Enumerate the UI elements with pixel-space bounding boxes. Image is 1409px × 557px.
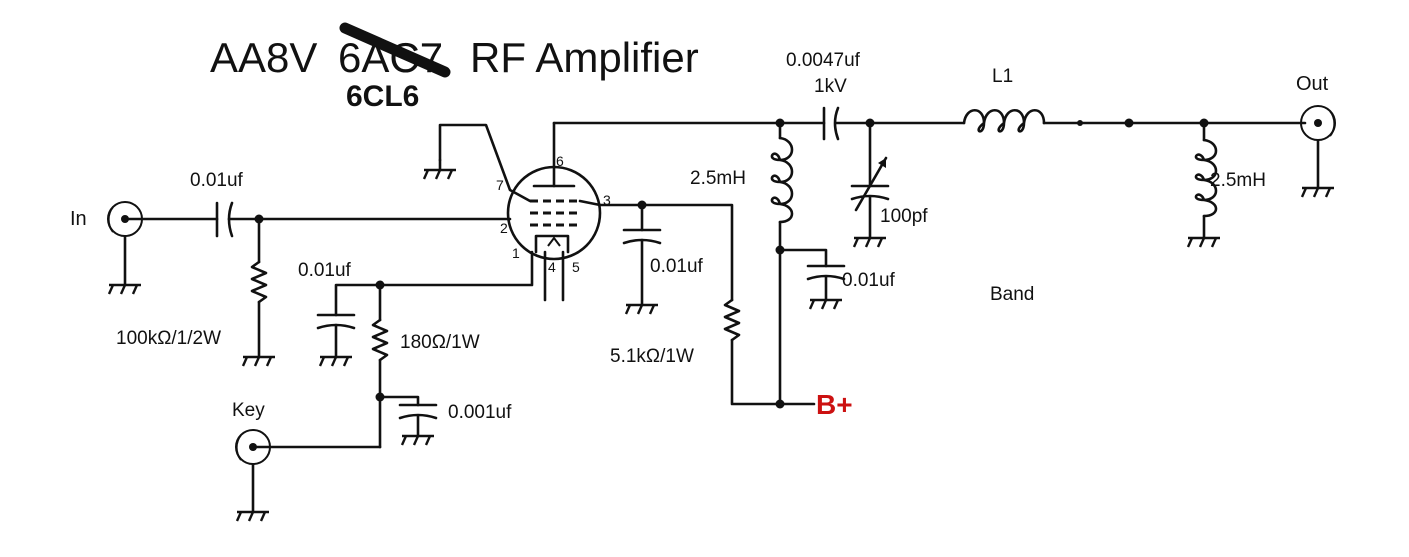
cathode-resistor bbox=[371, 283, 389, 449]
strike-through-mark bbox=[339, 22, 451, 78]
pin-1-label: 1 bbox=[512, 245, 520, 261]
junction-l1-tap bbox=[1077, 120, 1083, 126]
title-main: AA8V bbox=[210, 34, 317, 81]
key-jack bbox=[235, 429, 382, 523]
screen-cap-label: 0.01uf bbox=[650, 256, 704, 277]
cathode-bypass-cap bbox=[316, 283, 382, 368]
output-rfc-label: 2.5mH bbox=[1210, 170, 1266, 191]
cathode-resistor-label: 180Ω/1W bbox=[400, 332, 480, 353]
pin-6-label: 6 bbox=[556, 153, 564, 169]
plate-bypass-cap-label: 0.01uf bbox=[842, 270, 896, 291]
output-cap-label: 0.0047uf bbox=[786, 50, 861, 71]
title-group: AA8V 6AC7 RF Amplifier 6CL6 bbox=[210, 22, 699, 113]
key-bypass-cap bbox=[378, 395, 438, 447]
variable-cap-label: 100pf bbox=[880, 206, 928, 227]
junction-l1-out bbox=[1124, 118, 1134, 128]
bplus-label: B+ bbox=[816, 389, 853, 420]
title-struck-tube: 6AC7 bbox=[338, 34, 443, 81]
plate-rfc bbox=[770, 121, 794, 406]
input-cap-label: 0.01uf bbox=[190, 170, 244, 191]
title-replacement-tube: 6CL6 bbox=[346, 80, 419, 113]
grid-resistor-label: 100kΩ/1/2W bbox=[116, 328, 221, 349]
output-rfc bbox=[1186, 121, 1222, 249]
variable-capacitor bbox=[850, 121, 890, 249]
screen-resistor-label: 5.1kΩ/1W bbox=[610, 346, 694, 367]
screen-resistor bbox=[723, 298, 782, 406]
band-label: Band bbox=[990, 284, 1034, 305]
key-label: Key bbox=[232, 400, 265, 421]
pin-3-label: 3 bbox=[603, 192, 611, 208]
pin-4-label: 4 bbox=[548, 259, 556, 275]
plate-rfc-label: 2.5mH bbox=[690, 168, 746, 189]
inductor-l1 bbox=[962, 108, 1307, 133]
wire-screen bbox=[598, 203, 734, 302]
grid-resistor bbox=[241, 217, 277, 368]
output-jack bbox=[1300, 105, 1336, 199]
pin-2-label: 2 bbox=[500, 220, 508, 236]
key-cap-label: 0.001uf bbox=[448, 402, 512, 423]
output-label: Out bbox=[1296, 73, 1329, 95]
input-label: In bbox=[70, 208, 87, 230]
l1-label: L1 bbox=[992, 66, 1013, 87]
title-rest: RF Amplifier bbox=[470, 34, 699, 81]
vacuum-tube bbox=[378, 121, 602, 302]
screen-bypass-cap bbox=[622, 203, 662, 316]
pin-5-label: 5 bbox=[572, 259, 580, 275]
plate-bypass-cap bbox=[778, 248, 846, 311]
pin-7-label: 7 bbox=[496, 177, 504, 193]
cathode-cap-label: 0.01uf bbox=[298, 260, 352, 281]
output-cap-voltage-label: 1kV bbox=[814, 76, 847, 97]
input-jack bbox=[107, 201, 143, 296]
